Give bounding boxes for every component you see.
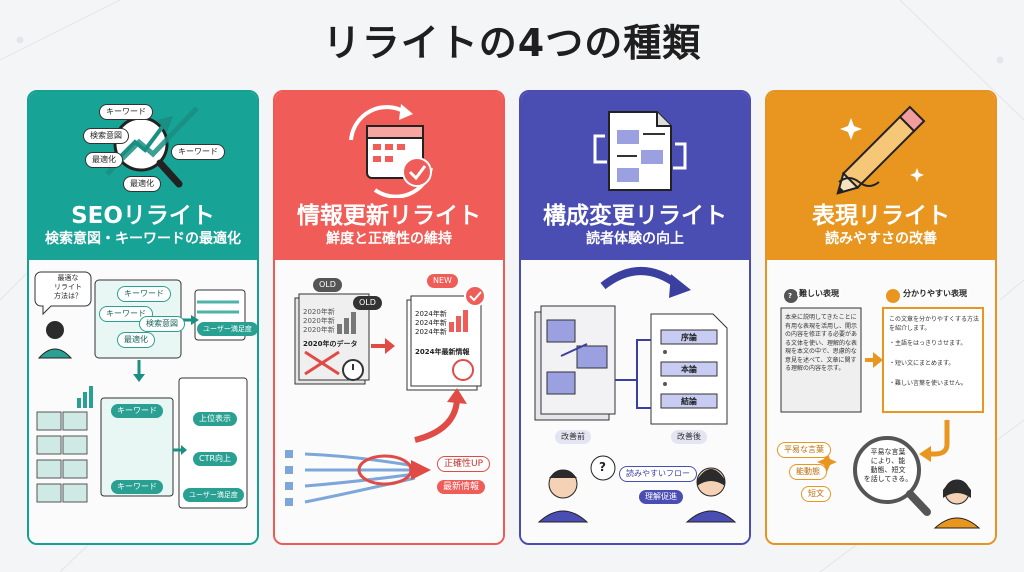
old-year-2: 2020年新 bbox=[303, 317, 335, 325]
card-update-subtitle: 鮮度と正確性の維持 bbox=[326, 231, 452, 247]
card-structure-header: 構成変更リライト 読者体験の向上 bbox=[521, 92, 749, 260]
card-update-title: 情報更新リライト bbox=[297, 203, 481, 229]
question-bubble bbox=[34, 271, 92, 316]
magnifier-chart-icon bbox=[105, 106, 199, 188]
card-expression-illustration: ? 難しい表現 分かりやすい表現 本来に説明してきたことに有用な表現を活用し、開… bbox=[767, 260, 995, 543]
card-expression-title: 表現リライト bbox=[812, 203, 950, 229]
card-update-illustration: OLD OLD 2020年新 2020年新 2020年新 2020年のデータ N… bbox=[275, 260, 503, 543]
icon-label-optimize-1: 最適化 bbox=[85, 152, 123, 168]
easy-expression-line-4: ・難しい言葉を使いません。 bbox=[889, 380, 967, 387]
flow-label-keyword-4: キーワード bbox=[111, 480, 163, 494]
flow-label-ctr: CTR向上 bbox=[193, 452, 238, 466]
label-before: 改善前 bbox=[555, 430, 591, 444]
new-badge: NEW bbox=[427, 274, 458, 288]
card-seo-subtitle: 検索意図・キーワードの最適化 bbox=[45, 231, 241, 247]
easy-text-panel bbox=[882, 307, 984, 413]
tag-accuracy-up: 正確性UP bbox=[437, 456, 491, 472]
card-seo-illustration: 最適な リライト 方法は？ キーワード キーワード 検索意図 最適化 ユーザー満… bbox=[29, 260, 257, 543]
document-restructure-icon bbox=[593, 111, 687, 191]
hard-expression-text: 本来に説明してきたことに有用な表現を活用し、開示の内容を修正する必要がある文体を… bbox=[785, 314, 858, 372]
label-easy-expression: 分かりやすい表現 bbox=[901, 289, 969, 299]
tag-latest-info: 最新情報 bbox=[437, 480, 486, 494]
old-year-3: 2020年新 bbox=[303, 326, 335, 334]
card-expression-header: 表現リライト 読みやすさの改善 bbox=[767, 92, 995, 260]
card-seo-rewrite: キーワード 検索意図 キーワード 最適化 最適化 SEOリライト 検索意図・キー… bbox=[27, 90, 259, 545]
icon-label-intent: 検索意図 bbox=[83, 128, 129, 144]
flow-label-keyword-3: キーワード bbox=[111, 404, 163, 418]
card-structure-illustration: ? 序論 本論 結論 改善前 改善後 読みやすいフロー 理解促進 bbox=[521, 260, 749, 543]
person-icon bbox=[37, 321, 73, 359]
old-tag: OLD bbox=[353, 296, 382, 310]
tag-short-sentence: 短文 bbox=[801, 486, 831, 502]
tag-active-voice: 能動態 bbox=[789, 464, 827, 480]
bubble-text: 最適な リライト 方法は？ bbox=[54, 274, 82, 300]
tag-understanding: 理解促進 bbox=[639, 490, 683, 504]
card-update-header: 情報更新リライト 鮮度と正確性の維持 bbox=[275, 92, 503, 260]
old-badge: OLD bbox=[313, 278, 342, 292]
card-structure-title: 構成変更リライト bbox=[543, 203, 727, 229]
card-seo-header: キーワード 検索意図 キーワード 最適化 最適化 SEOリライト 検索意図・キー… bbox=[29, 92, 257, 260]
easy-expression-line-2: ・主語をはっきりさせます。 bbox=[889, 340, 967, 347]
flow-label-keyword-2: キーワード bbox=[99, 306, 153, 322]
question-mark: ? bbox=[599, 460, 606, 474]
flow-label-optimize: 最適化 bbox=[117, 332, 155, 348]
magnifier-text: 平易な言葉 により、能 動態、短文 を話してきる。 bbox=[863, 448, 913, 483]
new-caption: 2024年最新情報 bbox=[415, 348, 470, 356]
card-structure-change: 構成変更リライト 読者体験の向上 ? 序論 bbox=[519, 90, 751, 545]
hard-icon: ? bbox=[788, 292, 793, 300]
flow-label-satisfaction-1: ユーザー満足度 bbox=[197, 322, 257, 336]
easy-expression-line-1: この文章を分かりやすくする方法を紹介します。 bbox=[889, 316, 980, 332]
flow-label-satisfaction-2: ユーザー満足度 bbox=[183, 488, 244, 502]
section-intro: 序論 bbox=[681, 333, 697, 342]
flow-label-top-rank: 上位表示 bbox=[193, 412, 237, 426]
section-conclusion: 結論 bbox=[681, 397, 697, 406]
label-after: 改善後 bbox=[671, 430, 707, 444]
icon-label-keyword-1: キーワード bbox=[99, 104, 153, 120]
card-expression: 表現リライト 読みやすさの改善 ? 難しい表現 分かりやすい表現 本来に説明して… bbox=[765, 90, 997, 545]
card-info-update: 情報更新リライト 鮮度と正確性の維持 bbox=[273, 90, 505, 545]
pencil-sparkle-icon bbox=[836, 105, 926, 195]
page-title: リライトの4つの種類 bbox=[322, 21, 702, 65]
new-year-3: 2024年新 bbox=[415, 328, 447, 336]
tag-plain-words: 平易な言葉 bbox=[777, 442, 831, 458]
card-expression-subtitle: 読みやすさの改善 bbox=[825, 231, 937, 247]
flow-card-bottom bbox=[100, 397, 174, 497]
icon-label-keyword-2: キーワード bbox=[171, 144, 225, 160]
old-year-1: 2020年新 bbox=[303, 308, 335, 316]
result-card-bottom bbox=[178, 377, 248, 509]
tag-readable-flow: 読みやすいフロー bbox=[619, 466, 697, 482]
easy-expression-line-3: ・短い文にまとめます。 bbox=[889, 360, 955, 367]
label-hard-expression: 難しい表現 bbox=[797, 289, 841, 299]
flow-label-keyword-1: キーワード bbox=[117, 286, 171, 302]
icon-label-optimize-2: 最適化 bbox=[123, 176, 161, 192]
hard-text-panel bbox=[780, 307, 862, 413]
calendar-refresh-icon bbox=[349, 104, 433, 198]
old-caption: 2020年のデータ bbox=[303, 340, 358, 348]
new-year-1: 2024年新 bbox=[415, 310, 447, 318]
section-body: 本論 bbox=[681, 365, 697, 374]
flow-label-intent: 検索意図 bbox=[139, 316, 185, 332]
new-year-2: 2024年新 bbox=[415, 319, 447, 327]
card-seo-title: SEOリライト bbox=[71, 203, 215, 229]
card-structure-subtitle: 読者体験の向上 bbox=[586, 231, 684, 247]
